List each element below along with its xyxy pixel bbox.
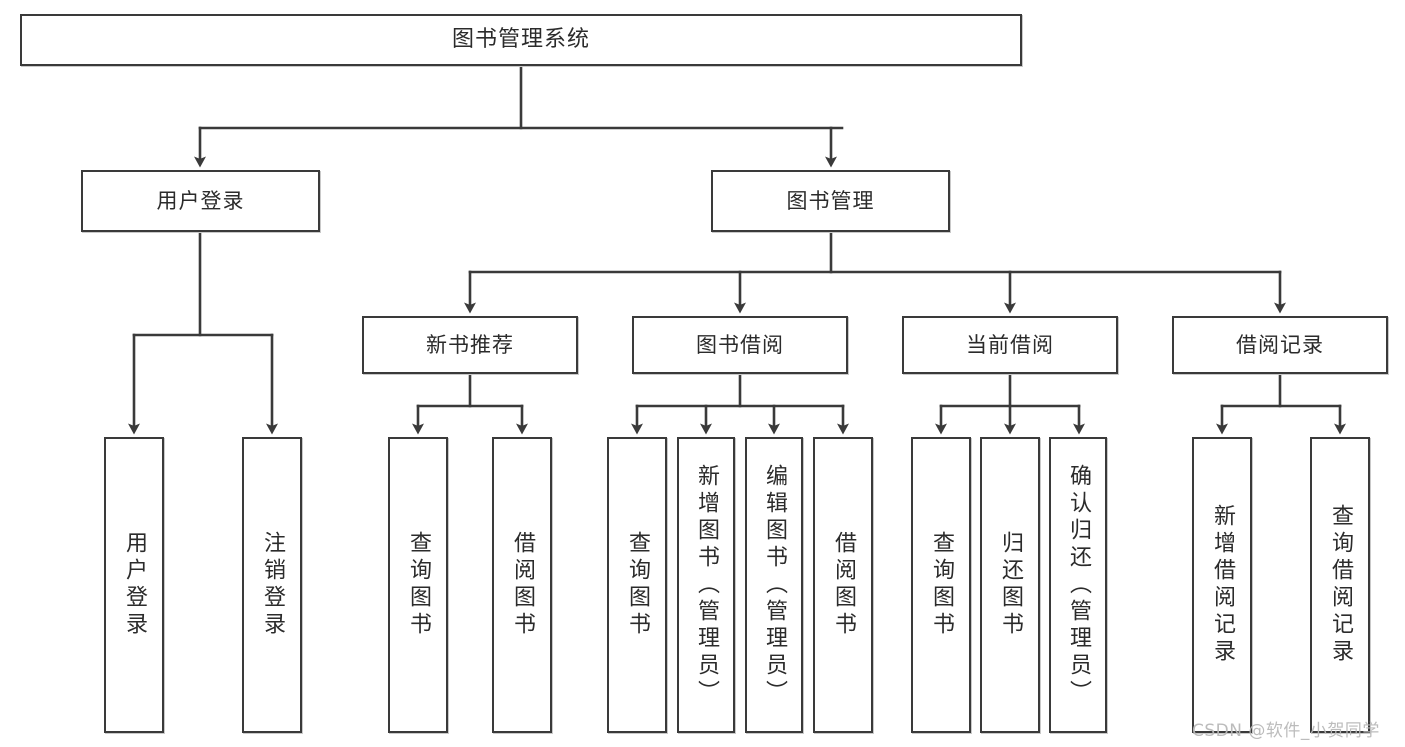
node-book-management-label: 图书管理 [786, 188, 875, 213]
node-leaf-query-borrow-record[interactable]: 查询借阅记录 [1310, 437, 1370, 733]
node-leaf-borrow-book-newbook[interactable]: 借阅图书 [492, 437, 552, 733]
node-leaf-add-borrow-record-label: 新增借阅记录 [1210, 504, 1235, 666]
node-book-management[interactable]: 图书管理 [711, 170, 950, 232]
node-leaf-return-book-label: 归还图书 [998, 531, 1023, 639]
node-user-login[interactable]: 用户登录 [81, 170, 320, 232]
node-leaf-user-login[interactable]: 用户登录 [104, 437, 164, 733]
node-leaf-confirm-return-admin-label: 确认归还（管理员） [1066, 463, 1091, 707]
node-borrow-record-label: 借阅记录 [1236, 332, 1324, 357]
node-leaf-add-borrow-record[interactable]: 新增借阅记录 [1192, 437, 1252, 733]
node-new-book-recommend-label: 新书推荐 [426, 332, 514, 357]
node-leaf-logout-label: 注销登录 [260, 531, 285, 639]
csdn-watermark: CSDN @软件_小贺同学 [1192, 721, 1380, 741]
node-leaf-add-book-admin[interactable]: 新增图书（管理员） [677, 437, 735, 733]
node-new-book-recommend[interactable]: 新书推荐 [362, 316, 578, 374]
node-leaf-borrow-book-label: 借阅图书 [831, 531, 856, 639]
node-leaf-logout[interactable]: 注销登录 [242, 437, 302, 733]
node-leaf-user-login-label: 用户登录 [122, 531, 147, 639]
node-leaf-query-borrow-record-label: 查询借阅记录 [1328, 504, 1353, 666]
node-current-borrow-label: 当前借阅 [966, 332, 1054, 357]
node-leaf-query-book-current-label: 查询图书 [929, 531, 954, 639]
node-root[interactable]: 图书管理系统 [20, 14, 1022, 66]
node-leaf-edit-book-admin[interactable]: 编辑图书（管理员） [745, 437, 803, 733]
node-leaf-borrow-book[interactable]: 借阅图书 [813, 437, 873, 733]
node-borrow-record[interactable]: 借阅记录 [1172, 316, 1388, 374]
node-leaf-query-book-borrow-label: 查询图书 [625, 531, 650, 639]
node-leaf-query-book-borrow[interactable]: 查询图书 [607, 437, 667, 733]
node-book-borrow-label: 图书借阅 [696, 332, 784, 357]
node-leaf-edit-book-admin-label: 编辑图书（管理员） [762, 463, 787, 707]
node-leaf-borrow-book-newbook-label: 借阅图书 [510, 531, 535, 639]
node-leaf-confirm-return-admin[interactable]: 确认归还（管理员） [1049, 437, 1107, 733]
node-leaf-query-book-newbook-label: 查询图书 [406, 531, 431, 639]
node-leaf-return-book[interactable]: 归还图书 [980, 437, 1040, 733]
node-root-label: 图书管理系统 [451, 27, 590, 53]
node-leaf-query-book-current[interactable]: 查询图书 [911, 437, 971, 733]
node-leaf-query-book-newbook[interactable]: 查询图书 [388, 437, 448, 733]
node-leaf-add-book-admin-label: 新增图书（管理员） [694, 463, 719, 707]
node-book-borrow[interactable]: 图书借阅 [632, 316, 848, 374]
node-user-login-label: 用户登录 [156, 188, 245, 213]
node-current-borrow[interactable]: 当前借阅 [902, 316, 1118, 374]
